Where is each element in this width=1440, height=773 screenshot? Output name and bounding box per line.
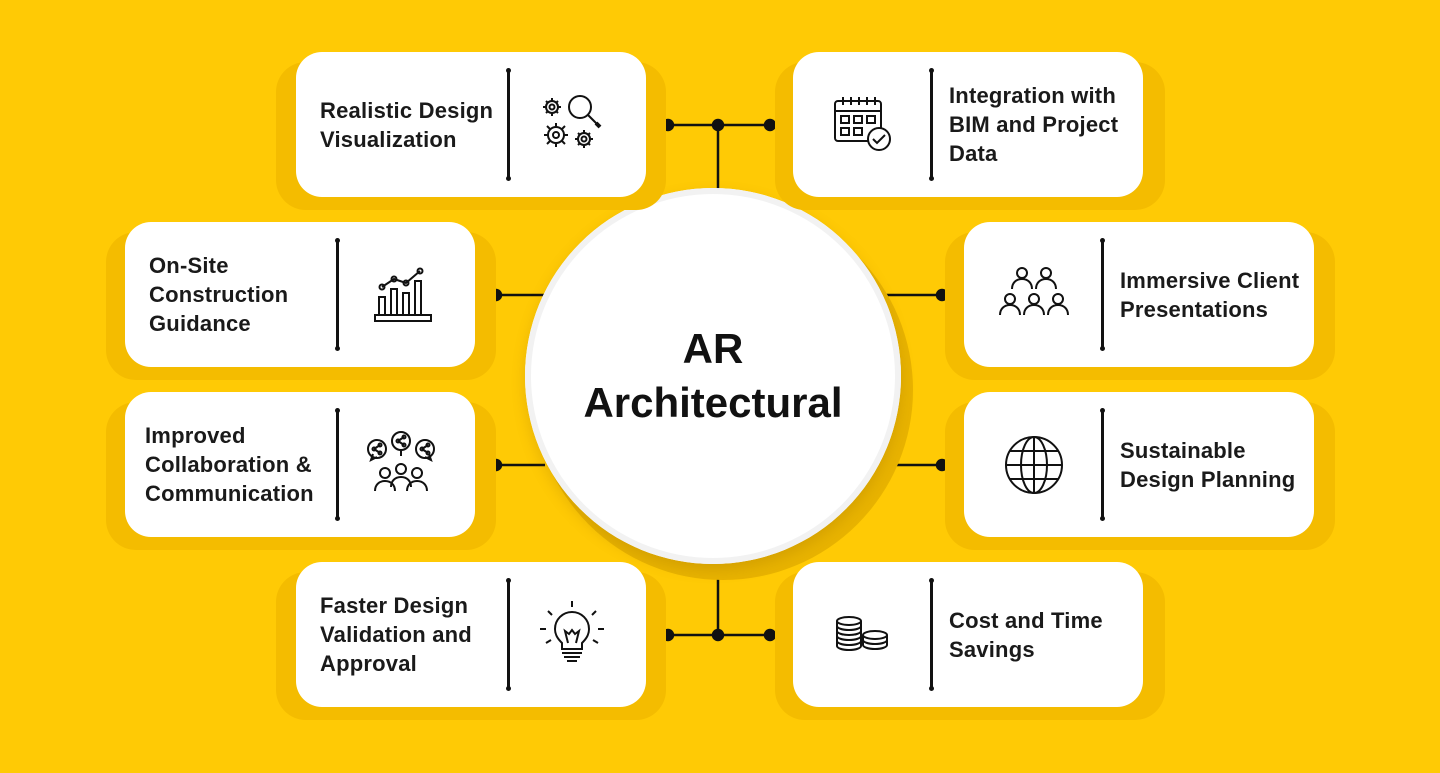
card-divider xyxy=(335,238,340,351)
card-integration-bim: Integration with BIM and Project Data xyxy=(793,52,1143,197)
card-label: Integration with BIM and Project Data xyxy=(949,83,1119,166)
card-immersive-client-presentations: Immersive Client Presentations xyxy=(964,222,1314,367)
card-label: Faster Design Validation and Approval xyxy=(320,593,472,676)
card-divider xyxy=(335,408,340,521)
card-label: On-Site Construction Guidance xyxy=(149,253,289,336)
card-label: Cost and Time Savings xyxy=(949,607,1103,662)
card-realistic-design-visualization: Realistic Design Visualization xyxy=(296,52,646,197)
card-divider xyxy=(506,68,511,181)
card-label: Sustainable Design Planning xyxy=(1120,437,1296,492)
card-improved-collaboration: Improved Collaboration & Communication xyxy=(125,392,475,537)
card-sustainable-design-planning: Sustainable Design Planning xyxy=(964,392,1314,537)
card-label: Realistic Design Visualization xyxy=(320,97,494,152)
center-title-line-2: Architectural xyxy=(583,379,843,426)
card-divider xyxy=(1100,238,1105,351)
calendar-check-icon xyxy=(827,89,899,161)
card-divider xyxy=(1100,408,1105,521)
center-title-line-1: AR xyxy=(682,325,744,372)
audience-icon xyxy=(998,259,1070,331)
center-circle: AR Architectural xyxy=(525,188,901,564)
card-label: Immersive Client Presentations xyxy=(1120,267,1300,322)
card-label: Improved Collaboration & Communication xyxy=(145,423,314,506)
card-onsite-construction-guidance: On-Site Construction Guidance xyxy=(125,222,475,367)
globe-icon xyxy=(998,429,1070,501)
gears-magnifier-icon xyxy=(536,89,608,161)
card-cost-time-savings: Cost and Time Savings xyxy=(793,562,1143,707)
card-divider xyxy=(506,578,511,691)
card-faster-design-validation: Faster Design Validation and Approval xyxy=(296,562,646,707)
bar-chart-icon xyxy=(365,259,437,331)
center-title: AR Architectural xyxy=(553,322,873,430)
card-divider xyxy=(929,578,934,691)
lightbulb-icon xyxy=(536,599,608,671)
card-divider xyxy=(929,68,934,181)
coins-icon xyxy=(827,599,899,671)
share-people-icon xyxy=(365,429,437,501)
